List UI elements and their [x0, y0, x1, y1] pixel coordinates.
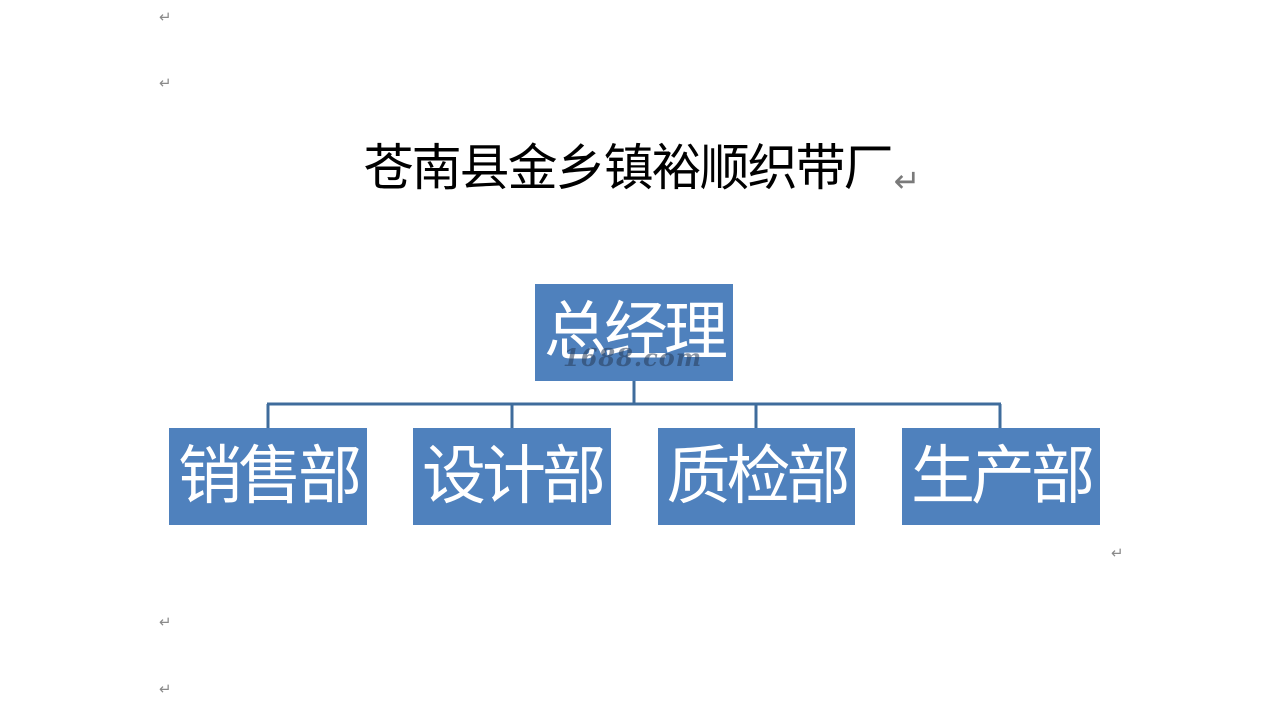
org-node-sales[interactable]: 销售部 [169, 428, 367, 525]
org-node-design[interactable]: 设计部 [413, 428, 611, 525]
paragraph-mark: ↵ [1111, 544, 1124, 562]
document-title[interactable]: 苍南县金乡镇裕顺织带厂 [363, 139, 894, 197]
org-node-production[interactable]: 生产部 [902, 428, 1100, 525]
paragraph-mark: ↵ [159, 680, 172, 698]
paragraph-mark: ↵ [159, 8, 172, 26]
org-node-general-manager[interactable]: 总经理 [535, 284, 733, 381]
paragraph-mark: ↵ [893, 161, 921, 200]
title-line: 苍南县金乡镇裕顺织带厂↵ [0, 138, 1264, 200]
org-node-quality[interactable]: 质检部 [658, 428, 855, 525]
paragraph-mark: ↵ [159, 74, 172, 92]
watermark-text: 1688.com [563, 343, 703, 372]
paragraph-mark: ↵ [159, 613, 172, 631]
